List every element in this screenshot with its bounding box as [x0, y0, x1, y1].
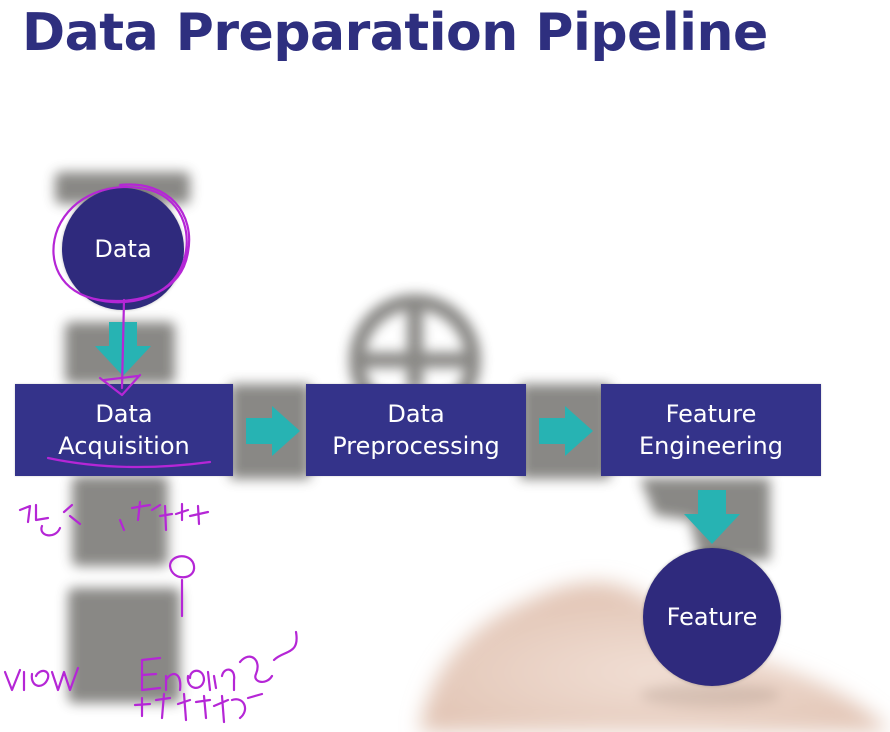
data-circle-label: Data — [94, 235, 152, 263]
data-acquisition-label-line1: Data — [95, 400, 153, 428]
feature-engineering-label-line2: Engineering — [639, 432, 783, 460]
data-preprocessing-label-line2: Preprocessing — [332, 432, 500, 460]
data-acquisition-label-line2: Acquisition — [58, 432, 190, 460]
data-preprocessing-label-line1: Data — [387, 400, 445, 428]
data-acquisition-box: Data Acquisition — [15, 384, 233, 476]
feature-circle-label: Feature — [666, 603, 758, 631]
page-title: Data Preparation Pipeline — [22, 3, 768, 63]
data-preprocessing-box: Data Preprocessing — [306, 384, 526, 476]
arrow-down-icon — [684, 490, 740, 544]
feature-engineering-label-line1: Feature — [665, 400, 757, 428]
arrow-right-icon — [246, 406, 300, 456]
feature-engineering-box: Feature Engineering — [601, 384, 821, 476]
feature-circle: Feature — [643, 548, 781, 686]
data-circle: Data — [62, 188, 184, 310]
arrow-down-icon — [95, 322, 151, 376]
arrow-right-icon — [539, 406, 593, 456]
